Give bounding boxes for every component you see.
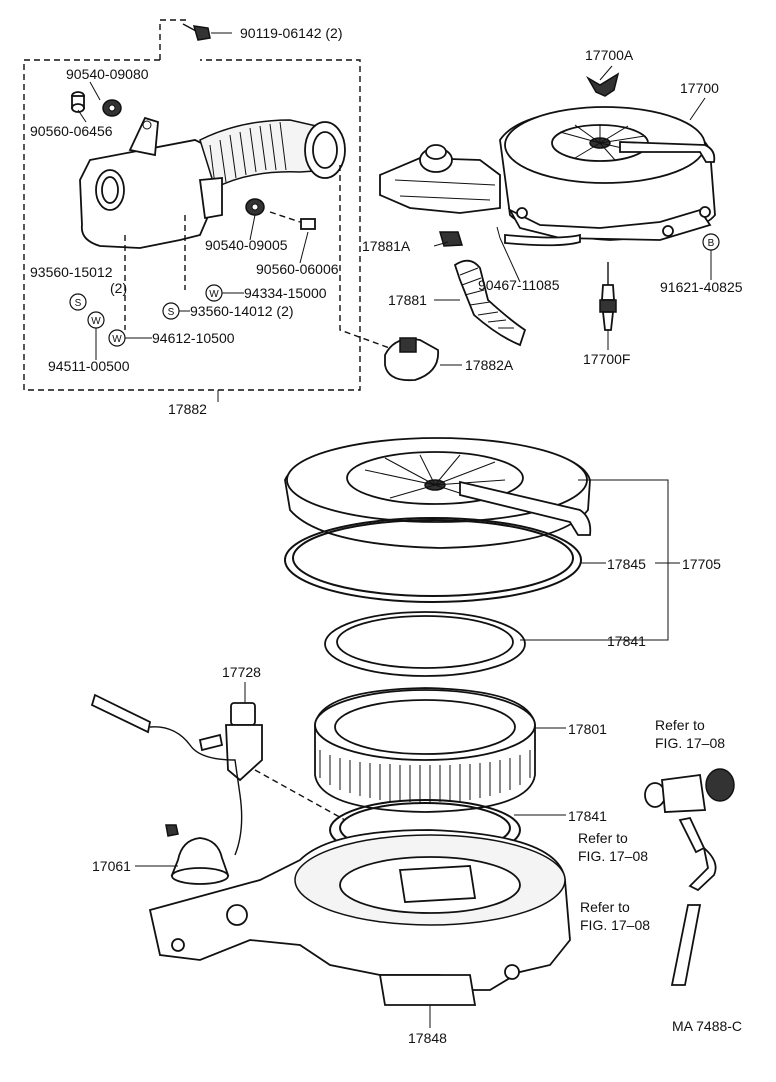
label-93560-14012: 93560-14012 (2)	[190, 303, 294, 319]
label-17882: 17882	[168, 401, 207, 417]
gasket-17845-part	[284, 517, 582, 603]
label-94511-00500: 94511-00500	[48, 358, 130, 374]
label-90540-09005: 90540-09005	[205, 237, 288, 253]
label-17705: 17705	[682, 556, 721, 572]
washer-badge-94612-10500: W	[108, 329, 126, 347]
vsv-17728-part	[225, 702, 346, 821]
label-17882A: 17882A	[465, 357, 514, 373]
grommet-90540-09080-part	[102, 99, 122, 117]
svg-text:W: W	[112, 334, 122, 345]
sensor-17700F-part	[599, 262, 617, 331]
label-90560-06006: 90560-06006	[256, 261, 339, 277]
element-17801-part	[314, 687, 536, 813]
label-17848: 17848	[408, 1030, 447, 1046]
hose-17881-part	[453, 259, 527, 347]
collar-90560-06006-part	[269, 211, 316, 230]
label-refer-3-line2: FIG. 17–08	[580, 917, 650, 933]
valve-right-part	[644, 768, 735, 986]
group-17882-box	[23, 19, 361, 391]
label-90540-09080: 90540-09080	[66, 66, 149, 82]
washer-badge-94511-00500: W	[87, 311, 105, 329]
cover-17705-part	[284, 437, 592, 549]
case-17848-part	[148, 829, 571, 1006]
screw-badge-93560-14012: S	[162, 302, 180, 320]
label-17841-upper: 17841	[607, 633, 646, 649]
label-refer-2-line1: Refer to	[578, 830, 628, 846]
air-cleaner-assembly-17700-part	[379, 106, 716, 241]
part-labels: 90119-06142 (2) 17700A 17700 90540-09080…	[30, 25, 743, 1046]
label-93560-15012-qty: (2)	[110, 280, 127, 296]
leader-lines	[77, 65, 712, 1028]
clip-17881A-part	[439, 231, 463, 247]
label-17801: 17801	[568, 721, 607, 737]
diagram-code: MA 7488-C	[672, 1018, 742, 1034]
label-17700F: 17700F	[583, 351, 630, 367]
label-refer-2-line2: FIG. 17–08	[578, 848, 648, 864]
collar-90560-06456-part	[71, 91, 85, 113]
label-90560-06456: 90560-06456	[30, 123, 113, 139]
washer-badge-94334-15000: W	[205, 284, 223, 302]
label-17845: 17845	[607, 556, 646, 572]
label-93560-15012: 93560-15012	[30, 264, 113, 280]
label-90467-11085: 90467-11085	[478, 277, 560, 293]
screw-badge-93560-15012: S	[69, 293, 87, 311]
gasket-17841-upper-part	[324, 611, 526, 677]
label-refer-1-line1: Refer to	[655, 717, 705, 733]
hose-left-part	[90, 693, 243, 856]
grommet-90540-09005-part	[245, 198, 265, 216]
label-90119-06142: 90119-06142 (2)	[240, 25, 342, 41]
svg-text:W: W	[91, 316, 101, 327]
label-refer-3-line1: Refer to	[580, 899, 630, 915]
label-94612-10500: 94612-10500	[152, 330, 235, 346]
bolt-badge-91621-40825: B	[702, 233, 720, 251]
label-17881: 17881	[388, 292, 427, 308]
actuator-17061-part	[165, 824, 230, 885]
clamp-17882A-part	[384, 337, 439, 382]
label-17061: 17061	[92, 858, 131, 874]
hose-90467-part	[496, 226, 581, 247]
label-17728: 17728	[222, 664, 261, 680]
svg-text:B: B	[708, 238, 715, 249]
label-91621-40825: 91621-40825	[660, 279, 743, 295]
label-17700A: 17700A	[585, 47, 634, 63]
label-17700: 17700	[680, 80, 719, 96]
svg-text:S: S	[168, 307, 175, 318]
air-intake-duct-part	[79, 116, 346, 249]
label-17881A: 17881A	[362, 238, 411, 254]
label-94334-15000: 94334-15000	[244, 285, 327, 301]
label-17841-lower: 17841	[568, 808, 607, 824]
svg-text:S: S	[75, 298, 82, 309]
bolt-90119-part	[182, 23, 232, 41]
wing-nut-17700A-part	[585, 72, 620, 97]
svg-text:W: W	[209, 289, 219, 300]
label-refer-1-line2: FIG. 17–08	[655, 735, 725, 751]
